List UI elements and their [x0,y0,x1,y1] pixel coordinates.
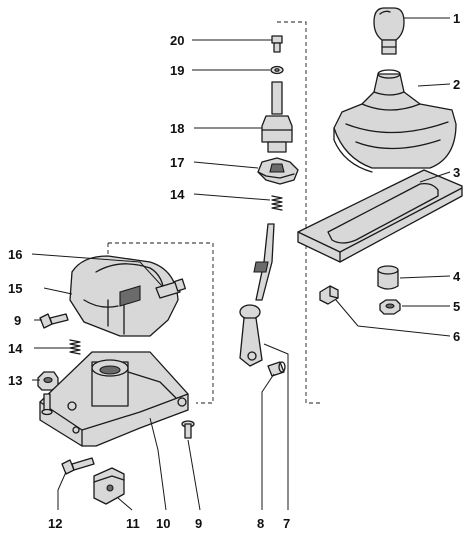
callout-4: 4 [453,269,461,284]
callout-6: 6 [453,329,460,344]
callout-3: 3 [453,165,460,180]
callout-15: 15 [8,281,22,296]
callout-5: 5 [453,299,460,314]
spring-guide-star [257,157,299,185]
retaining-clip [319,285,339,305]
shift-knob [373,7,405,55]
callout-9-lower: 9 [195,516,202,531]
shift-lever-rod [239,223,275,367]
callout-12: 12 [48,516,62,531]
assembly-guide-lines [107,21,321,404]
callout-1: 1 [453,11,460,26]
leader-lines [31,17,451,511]
shift-boot [333,69,457,173]
stud-bolt-left [41,393,53,416]
callout-20: 20 [170,33,184,48]
shift-shaft-sleeve [261,81,293,153]
bolt-top [271,35,283,53]
bolt-housing-left [39,313,69,329]
callout-10: 10 [156,516,170,531]
nut-small [379,299,401,315]
bolt-12 [61,457,95,475]
callout-14-left: 14 [8,341,23,356]
callout-18: 18 [170,121,184,136]
callout-16: 16 [8,247,22,262]
spring-lower [69,339,81,355]
callout-11: 11 [126,516,140,531]
callout-13: 13 [8,373,22,388]
mounting-plate [297,169,463,263]
clamp-11 [93,467,125,505]
screw-9-lower [181,420,195,439]
callout-9-left: 9 [14,313,21,328]
callout-7: 7 [283,516,290,531]
spring-upper [271,195,283,211]
bolt-housing-right [155,278,186,299]
bushing [377,265,399,290]
callout-2: 2 [453,77,460,92]
pin-link [267,361,286,377]
callout-labels: 1 2 3 4 5 6 7 8 9 9 10 11 12 13 14 14 15… [8,11,461,531]
callout-19: 19 [170,63,184,78]
callout-14-top: 14 [170,187,185,202]
washer-top [270,65,284,75]
callout-17: 17 [170,155,184,170]
gear-base-housing [39,351,189,447]
callout-8: 8 [257,516,264,531]
